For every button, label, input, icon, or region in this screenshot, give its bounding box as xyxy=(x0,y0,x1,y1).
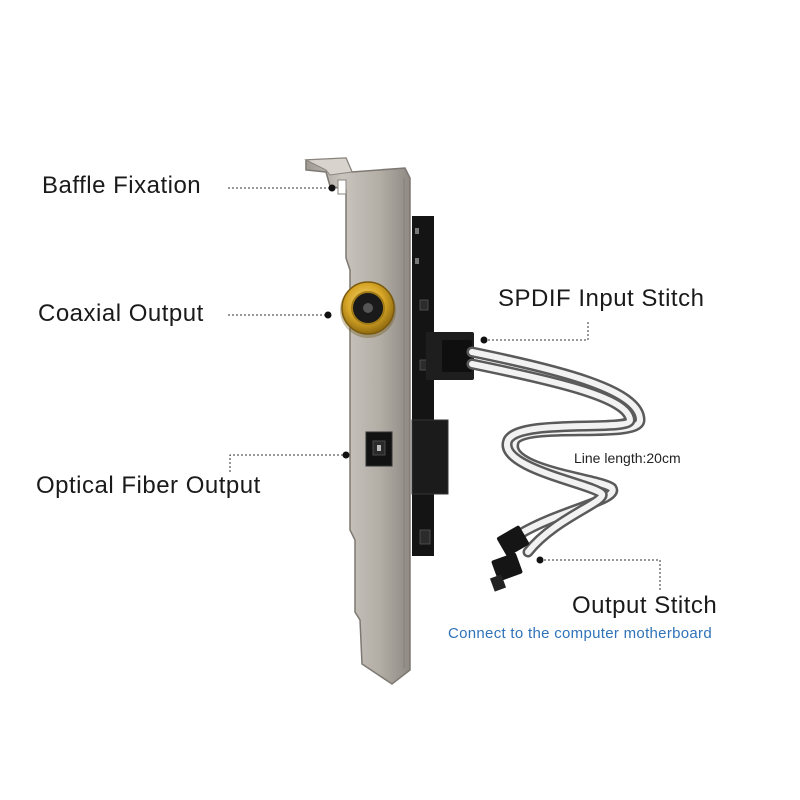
cable xyxy=(466,346,646,558)
optical-port xyxy=(365,431,393,467)
label-coaxial-output: Coaxial Output xyxy=(38,300,204,327)
label-baffle-fixation: Baffle Fixation xyxy=(42,172,202,199)
spdif-input-connector xyxy=(426,332,474,380)
label-optical-fiber-output: Optical Fiber Output xyxy=(36,472,261,499)
metal-bracket xyxy=(304,157,411,685)
callout-lines xyxy=(228,187,661,590)
label-line-length: Line length:20cm xyxy=(574,450,681,466)
coaxial-rca-jack xyxy=(340,281,396,338)
label-spdif-input-stitch: SPDIF Input Stitch xyxy=(498,285,705,312)
callout-dots xyxy=(324,184,544,564)
output-stitch-connectors xyxy=(489,525,530,592)
pcb-board xyxy=(411,216,449,556)
label-output-stitch: Output Stitch xyxy=(572,592,718,619)
label-motherboard-note: Connect to the computer motherboard xyxy=(448,625,712,642)
